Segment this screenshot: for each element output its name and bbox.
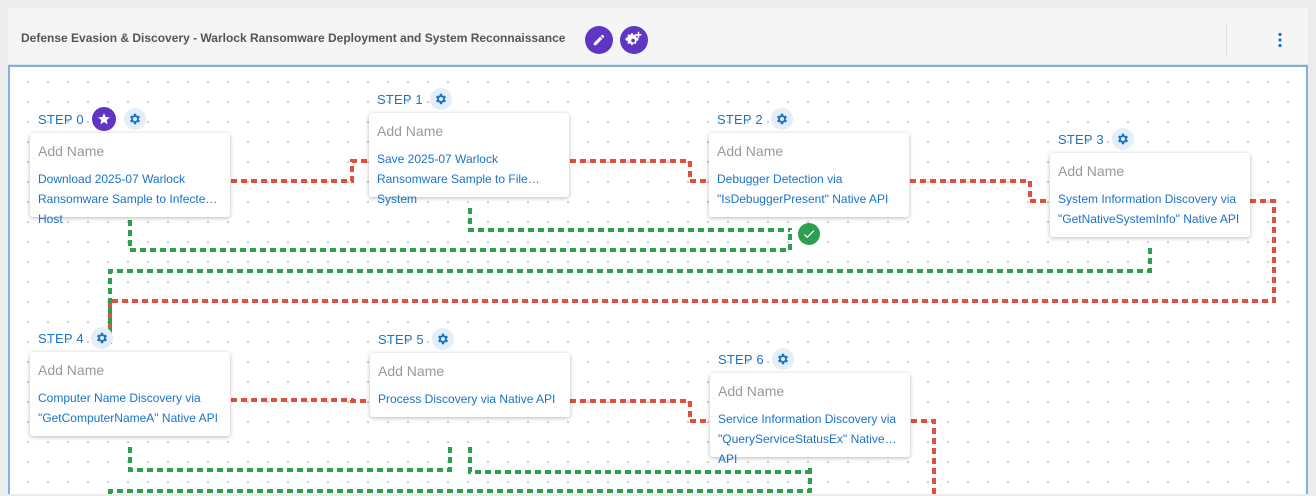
gear-icon <box>129 113 141 125</box>
step-6-label: STEP 6 <box>718 352 764 367</box>
gear-icon <box>437 333 449 345</box>
connector-step2-step3 <box>910 179 1050 203</box>
connector-step1-step2 <box>570 159 710 183</box>
step-0-description: Download 2025-07 Warlock Ransomware Samp… <box>38 172 213 226</box>
gear-icon <box>1117 133 1129 145</box>
connector-step4-step5 <box>231 398 370 403</box>
workflow-window: Defense Evasion & Discovery - Warlock Ra… <box>8 8 1308 496</box>
start-step-badge <box>92 107 116 131</box>
dataflow-step4-step5 <box>128 447 452 472</box>
step-0-settings-button[interactable] <box>124 108 146 130</box>
step-5-description: Process Discovery via Native API <box>378 392 556 406</box>
step-2-settings-button[interactable] <box>771 108 793 130</box>
workflow-settings-button[interactable] <box>620 26 648 54</box>
step-6-settings-button[interactable] <box>772 348 794 370</box>
step-3-description: System Information Discovery via "GetNat… <box>1058 192 1240 226</box>
step-5-name-field[interactable]: Add Name <box>378 363 445 379</box>
check-icon <box>803 230 815 239</box>
step-0-label: STEP 0 <box>38 112 84 127</box>
header-divider <box>1226 23 1227 55</box>
step-4-card[interactable]: Add Name Computer Name Discovery via "Ge… <box>30 352 230 436</box>
step-5-settings-button[interactable] <box>432 328 454 350</box>
dataflow-step6-next <box>108 468 812 496</box>
step-0-card[interactable]: Add Name Download 2025-07 Warlock Ransom… <box>30 133 230 226</box>
workflow-canvas[interactable]: STEP 0 Add Name Download 2025-07 Warlock… <box>8 65 1308 496</box>
step-0-name-field[interactable]: Add Name <box>38 143 105 159</box>
step-4-name-field[interactable]: Add Name <box>38 362 105 378</box>
step-3-settings-button[interactable] <box>1112 128 1134 150</box>
gear-plus-icon <box>625 31 642 46</box>
connector-step6-next <box>911 419 936 496</box>
pencil-icon <box>593 34 605 46</box>
gear-icon <box>435 93 447 105</box>
step-2-card[interactable]: Add Name Debugger Detection via "IsDebug… <box>709 133 909 217</box>
step-4-label: STEP 4 <box>38 331 84 346</box>
step-1-name-field[interactable]: Add Name <box>377 123 444 139</box>
step-3-label: STEP 3 <box>1058 132 1104 147</box>
dataflow-step1-step2 <box>468 208 790 232</box>
workflow-title: Defense Evasion & Discovery - Warlock Ra… <box>21 31 566 45</box>
step-1-description: Save 2025-07 Warlock Ransomware Sample t… <box>377 152 528 206</box>
workflow-header: Defense Evasion & Discovery - Warlock Ra… <box>8 8 1308 65</box>
dataflow-step0-step2 <box>128 220 792 252</box>
step-2-complete-badge <box>798 223 820 245</box>
step-3-name-field[interactable]: Add Name <box>1058 163 1125 179</box>
step-1-settings-button[interactable] <box>430 88 452 110</box>
step-5-label: STEP 5 <box>378 332 424 347</box>
step-3-card[interactable]: Add Name System Information Discovery vi… <box>1050 153 1250 237</box>
step-6-card[interactable]: Add Name Service Information Discovery v… <box>710 373 910 466</box>
step-1-label: STEP 1 <box>377 92 423 107</box>
connector-step0-step1 <box>231 159 370 183</box>
gear-icon <box>777 353 789 365</box>
step-6-description: Service Information Discovery via "Query… <box>718 412 897 466</box>
step-2-label: STEP 2 <box>717 112 763 127</box>
more-options-button[interactable] <box>1270 30 1290 50</box>
step-2-description: Debugger Detection via "IsDebuggerPresen… <box>717 172 889 206</box>
step-1-card[interactable]: Add Name Save 2025-07 Warlock Ransomware… <box>369 113 569 206</box>
dataflow-step3-step4 <box>108 248 1152 347</box>
more-vertical-icon <box>1278 32 1282 48</box>
gear-icon <box>96 332 108 344</box>
edit-title-button[interactable] <box>585 26 613 54</box>
step-5-card[interactable]: Add Name Process Discovery via Native AP… <box>370 353 570 417</box>
step-connectors <box>108 159 1276 496</box>
star-icon <box>98 113 110 125</box>
step-6-name-field[interactable]: Add Name <box>718 383 785 399</box>
connector-step5-step6 <box>570 399 711 423</box>
gear-icon <box>776 113 788 125</box>
step-4-settings-button[interactable] <box>91 327 113 349</box>
step-2-name-field[interactable]: Add Name <box>717 143 784 159</box>
step-4-description: Computer Name Discovery via "GetComputer… <box>38 391 218 425</box>
